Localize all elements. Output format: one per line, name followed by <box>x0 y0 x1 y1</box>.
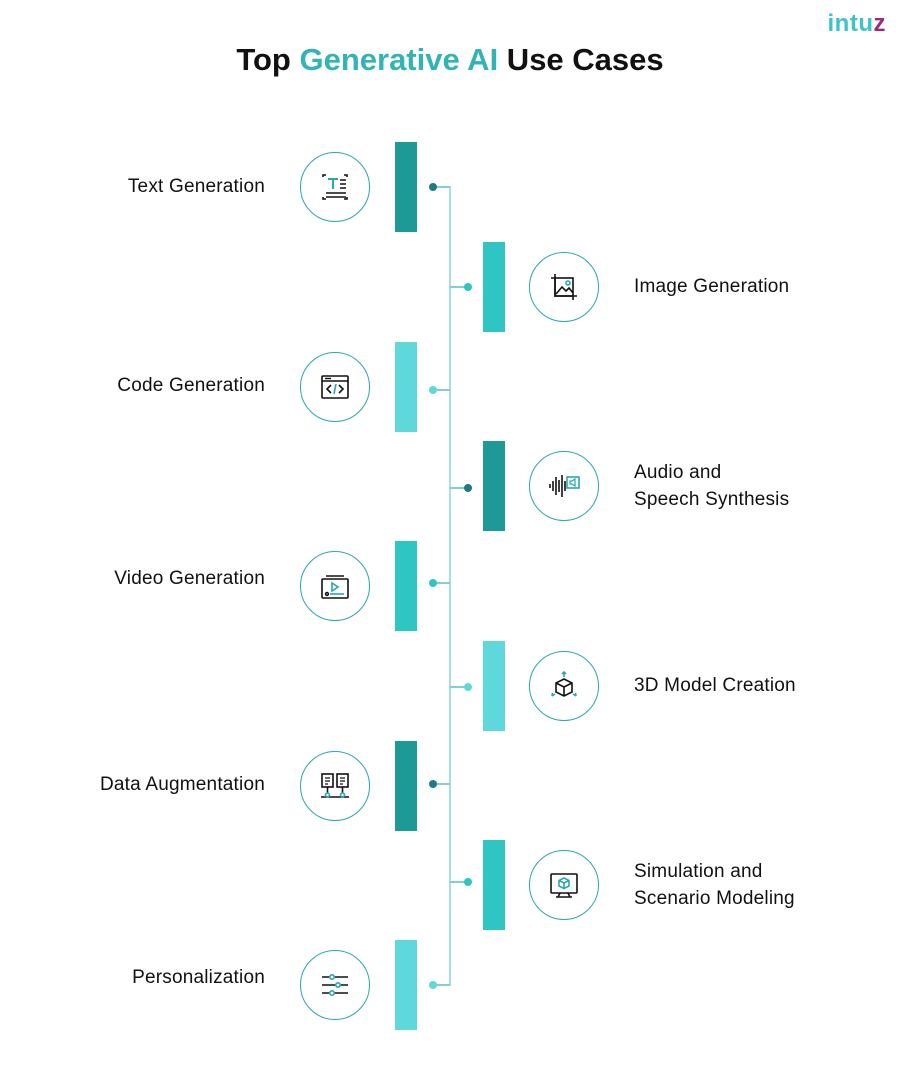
row-dot <box>464 283 472 291</box>
data-icon <box>321 773 349 798</box>
row-bar <box>395 940 417 1030</box>
use-case-label: Image Generation <box>634 276 790 297</box>
monitor-cube-icon-circle <box>529 850 599 920</box>
video-icon <box>321 575 349 599</box>
image-icon-circle <box>529 252 599 322</box>
timeline-spine <box>449 186 451 986</box>
use-case-label: Text Generation <box>127 176 265 197</box>
sliders-icon <box>322 974 348 996</box>
text-icon-circle <box>300 152 370 222</box>
cube-icon-circle <box>529 651 599 721</box>
row-dot <box>429 386 437 394</box>
video-icon-circle <box>300 551 370 621</box>
row-dot <box>429 183 437 191</box>
row-bar <box>395 342 417 432</box>
row-bar <box>395 541 417 631</box>
row-connector <box>450 686 468 688</box>
row-bar <box>483 641 505 731</box>
row-connector <box>450 487 468 489</box>
code-icon <box>321 375 349 399</box>
row-connector <box>450 286 468 288</box>
row-dot <box>429 780 437 788</box>
image-icon <box>551 274 577 300</box>
row-dot <box>429 579 437 587</box>
use-case-label: Personalization <box>132 967 265 988</box>
cube-icon <box>551 670 577 697</box>
monitor-cube-icon <box>550 873 578 898</box>
row-connector <box>432 984 450 986</box>
code-icon-circle <box>300 352 370 422</box>
row-connector <box>432 582 450 584</box>
data-icon-circle <box>300 751 370 821</box>
use-case-label: Video Generation <box>114 568 265 589</box>
row-connector <box>450 881 468 883</box>
row-bar <box>483 840 505 930</box>
row-connector <box>432 186 450 188</box>
row-dot <box>464 878 472 886</box>
row-bar <box>483 242 505 332</box>
row-bar <box>395 142 417 232</box>
page-title: Top Generative AI Use Cases <box>236 42 664 77</box>
text-icon <box>322 174 348 200</box>
row-dot <box>464 484 472 492</box>
use-case-label: Data Augmentation <box>99 774 265 795</box>
audio-icon-circle <box>529 451 599 521</box>
row-bar <box>395 741 417 831</box>
row-dot <box>464 683 472 691</box>
row-bar <box>483 441 505 531</box>
row-connector <box>432 389 450 391</box>
sliders-icon-circle <box>300 950 370 1020</box>
row-connector <box>432 783 450 785</box>
use-case-label: 3D Model Creation <box>634 675 796 696</box>
use-case-label: Code Generation <box>117 375 265 396</box>
intuz-logo: intuz <box>827 10 886 37</box>
audio-icon <box>549 475 580 497</box>
row-dot <box>429 981 437 989</box>
